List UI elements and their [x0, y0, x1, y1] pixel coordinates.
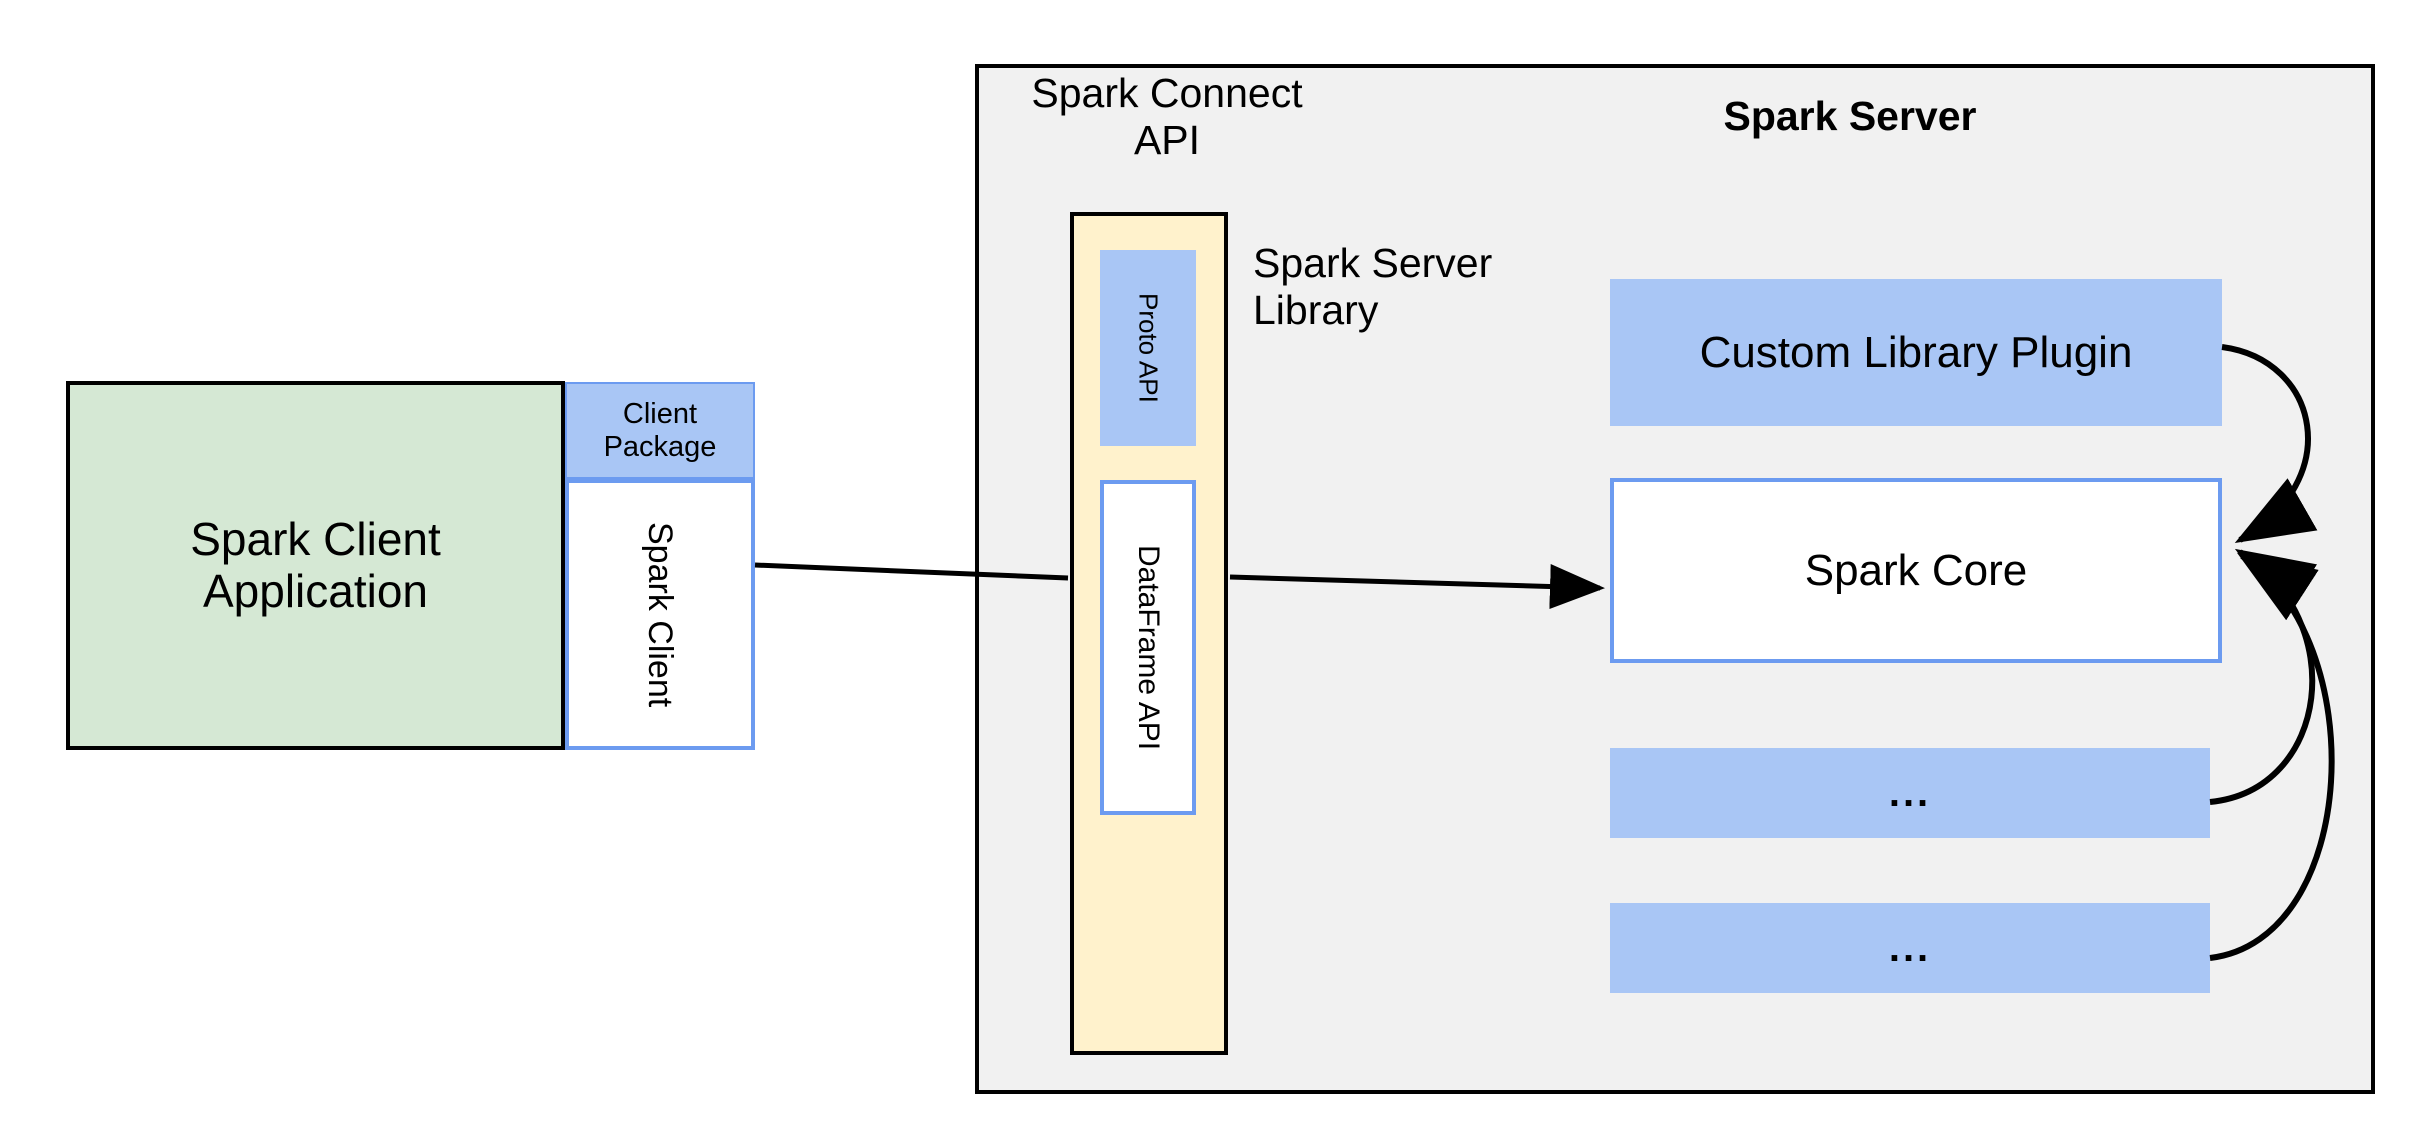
proto-api-label: Proto API — [1133, 293, 1164, 403]
spark-core-label: Spark Core — [1804, 545, 2028, 595]
custom-library-plugin-box[interactable]: Custom Library Plugin — [1610, 279, 2222, 426]
spark-server-title: Spark Server — [1723, 93, 1977, 139]
placeholder-component-label-1: ... — [1888, 770, 1932, 815]
spark-client-label: Spark Client — [641, 521, 680, 708]
spark-client-box[interactable]: Spark Client — [565, 479, 755, 750]
placeholder-component-label-2: ... — [1888, 925, 1932, 970]
client-package-label: Client Package — [603, 398, 717, 463]
placeholder-component-box-2[interactable]: ... — [1610, 903, 2210, 993]
spark-client-application-label: Spark Client Application — [190, 512, 441, 617]
spark-server-library-label: Spark Server Library — [1253, 240, 1493, 334]
client-package-box[interactable]: Client Package — [565, 382, 755, 479]
custom-library-plugin-label: Custom Library Plugin — [1699, 327, 2133, 377]
spark-connect-api-label: Spark Connect API — [1031, 70, 1303, 164]
dataframe-api-label: DataFrame API — [1131, 544, 1165, 751]
dataframe-api-box[interactable]: DataFrame API — [1100, 480, 1196, 815]
proto-api-box[interactable]: Proto API — [1100, 250, 1196, 446]
spark-client-application-box[interactable]: Spark Client Application — [66, 381, 565, 750]
placeholder-component-box-1[interactable]: ... — [1610, 748, 2210, 838]
spark-core-box[interactable]: Spark Core — [1610, 478, 2222, 663]
